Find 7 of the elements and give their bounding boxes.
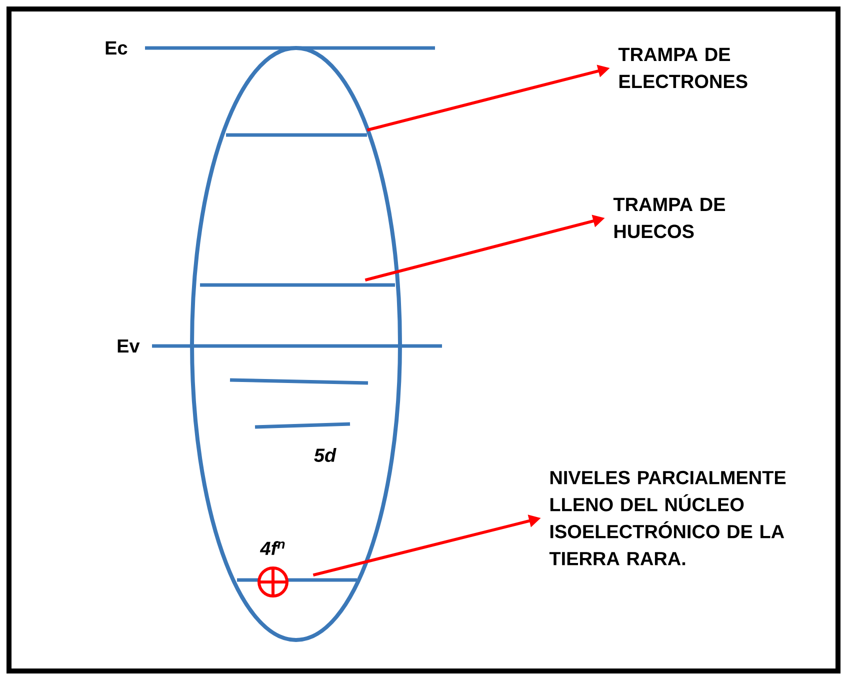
level-label: 5d bbox=[314, 448, 336, 462]
annotation-text: TRAMPA DE ELECTRONES bbox=[618, 48, 748, 88]
level-label: 4f$^{n}$ bbox=[260, 541, 285, 555]
level-label: Ec bbox=[106, 41, 128, 55]
annotation-text: TRAMPA DE HUECOS bbox=[613, 198, 726, 238]
level-label: Ev bbox=[118, 339, 140, 353]
annotation-text: NIVELES PARCIALMENTE LLENO DEL NÚCLEO ISOELECTRÓNICO DE LA TIERRA RARA. bbox=[549, 470, 786, 566]
